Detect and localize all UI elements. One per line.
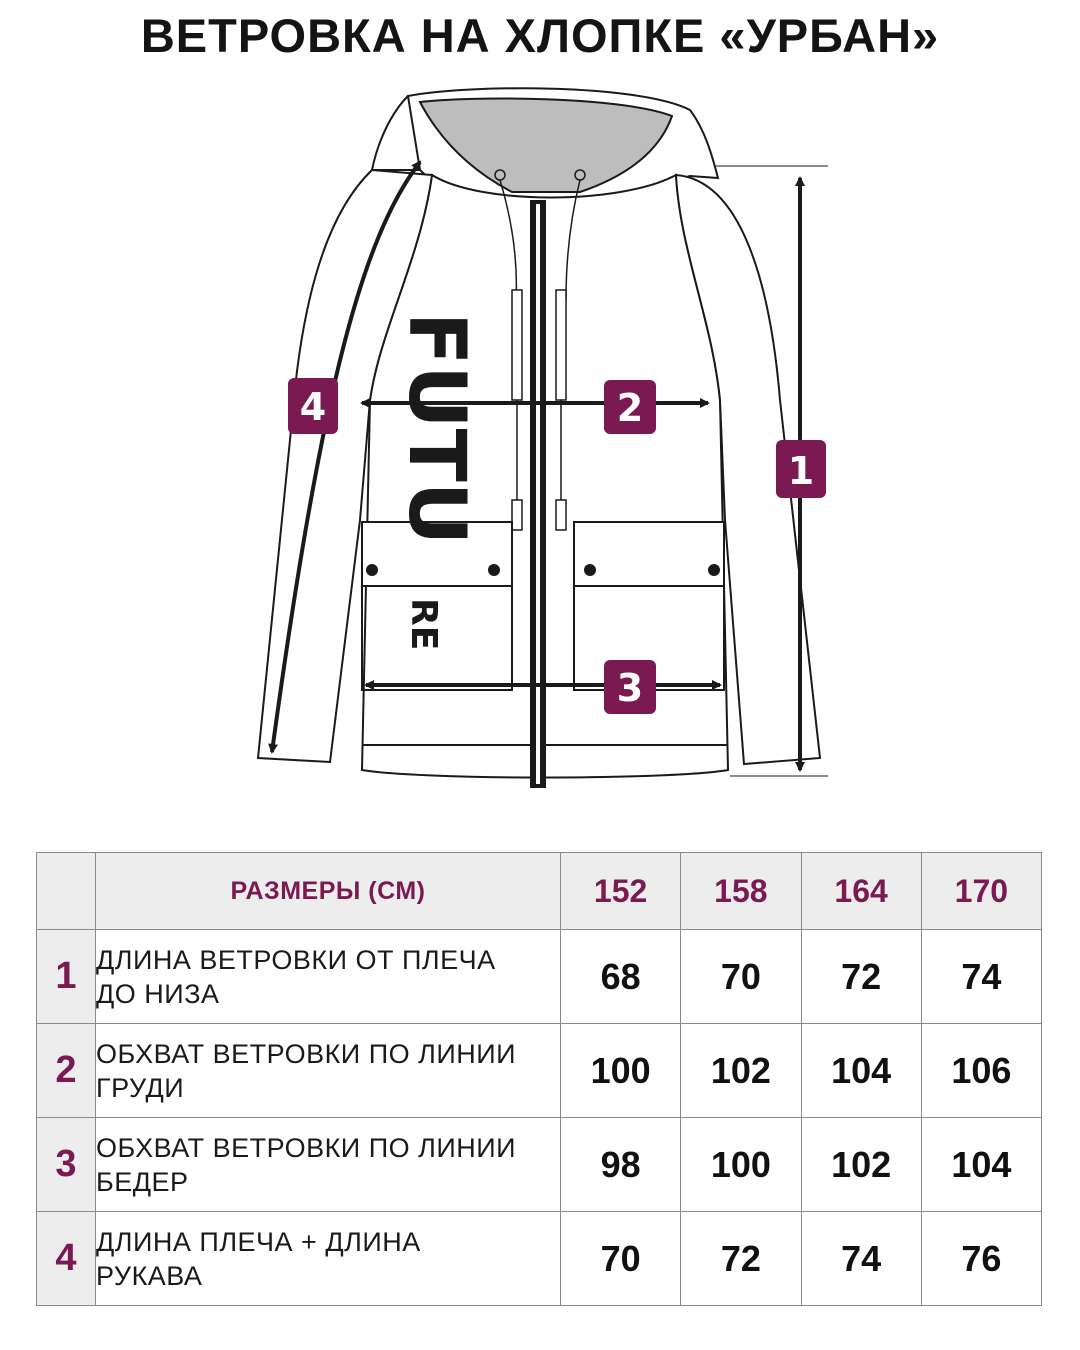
row-index: 3 xyxy=(36,1117,96,1212)
jacket-illustration: FUTU RE 1 2 3 4 xyxy=(256,87,828,788)
badge-1: 1 xyxy=(776,440,826,498)
row-value: 72 xyxy=(800,929,922,1024)
right-sleeve xyxy=(674,173,822,766)
svg-text:4: 4 xyxy=(300,385,326,429)
row-index: 4 xyxy=(36,1211,96,1306)
row-value: 74 xyxy=(920,929,1043,1024)
drawstrings xyxy=(494,169,586,531)
right-pocket xyxy=(573,521,725,691)
table-header-row: РАЗМЕРЫ (СМ) 152 158 164 170 xyxy=(36,852,1043,930)
row-value: 70 xyxy=(680,929,802,1024)
size-table: РАЗМЕРЫ (СМ) 152 158 164 170 1 ДЛИНА ВЕТ… xyxy=(36,852,1043,1306)
row-index: 2 xyxy=(36,1023,96,1118)
row-value: 74 xyxy=(800,1211,922,1306)
svg-text:3: 3 xyxy=(617,666,643,710)
badge-3: 3 xyxy=(604,660,656,714)
badge-4: 4 xyxy=(288,378,338,434)
row-value: 70 xyxy=(559,1211,682,1306)
row-value: 68 xyxy=(559,929,682,1024)
row-value: 98 xyxy=(559,1117,682,1212)
size-164: 164 xyxy=(800,852,922,930)
row-value: 102 xyxy=(680,1023,802,1118)
jacket-hood xyxy=(370,87,720,211)
header-label: РАЗМЕРЫ (СМ) xyxy=(95,852,561,930)
header-corner-cell xyxy=(36,852,96,930)
svg-text:2: 2 xyxy=(617,386,643,430)
size-152: 152 xyxy=(559,852,682,930)
row-value: 106 xyxy=(920,1023,1043,1118)
size-170: 170 xyxy=(920,852,1043,930)
row-value: 100 xyxy=(559,1023,682,1118)
size-158: 158 xyxy=(680,852,802,930)
svg-text:1: 1 xyxy=(788,449,814,493)
page-title: ВЕТРОВКА НА ХЛОПКЕ «УРБАН» xyxy=(140,9,940,62)
row-value: 104 xyxy=(800,1023,922,1118)
row-value: 100 xyxy=(680,1117,802,1212)
zipper xyxy=(530,200,546,788)
row-value: 76 xyxy=(920,1211,1043,1306)
row-value: 102 xyxy=(800,1117,922,1212)
brand-print-main: FUTU xyxy=(391,312,481,545)
row-value: 72 xyxy=(680,1211,802,1306)
brand-print-tail: RE xyxy=(403,598,444,650)
badge-2: 2 xyxy=(604,380,656,434)
row-index: 1 xyxy=(36,929,96,1024)
row-value: 104 xyxy=(920,1117,1043,1212)
